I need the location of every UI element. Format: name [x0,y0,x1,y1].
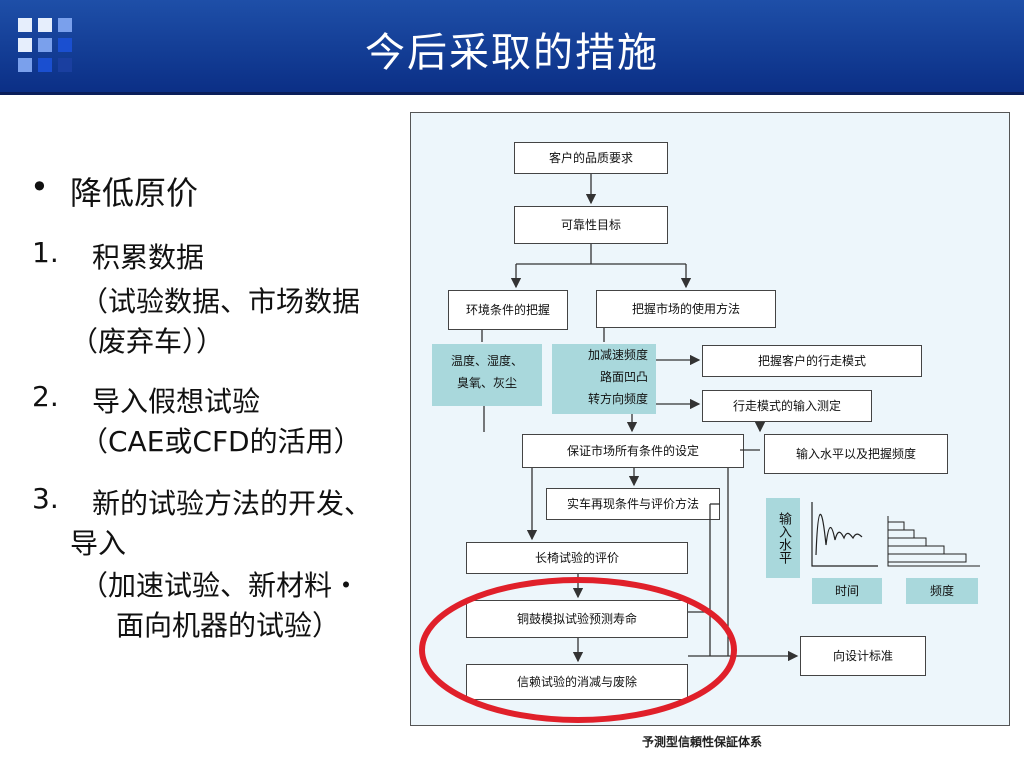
item3-detail-line1: （加速试验、新材料・ [80,569,361,602]
diagram-caption: 予測型信頼性保証体系 [642,735,763,749]
design-standard-box: 向设计标准 [800,636,926,676]
market-usage-box: 把握市场的使用方法 [596,290,776,328]
item3-title-line1: 新的试验方法的开发、 [92,487,373,520]
chair-test-box: 长椅试验的评价 [466,542,688,574]
market-conditions-setting-box: 保证市场所有条件的设定 [522,434,744,468]
bullet-icon: • [30,168,49,206]
reliability-target-box: 可靠性目标 [514,206,668,244]
item3-detail-line2: 面向机器的试验） [116,609,341,642]
grid-logo-icon [18,18,76,76]
time-waveform-plot [811,502,878,567]
header-divider [0,92,1024,95]
time-label: 时间 [812,578,882,604]
driving-input-measure-box: 行走模式的输入测定 [702,390,872,422]
env-factors-line1: 温度、湿度、 [450,354,523,368]
env-conditions-box: 环境条件的把握 [448,290,568,330]
item3-title-line2: 导入 [70,527,127,560]
trust-test-reduction-box: 信赖试验的消减与废除 [466,664,688,700]
usage-factors-box: 加减速频度 路面凹凸 转方向频度 [552,344,656,414]
usage-factor-1: 加减速频度 [587,348,648,362]
item1-detail-line2: （废弃车）） [70,325,225,358]
customer-driving-pattern-box: 把握客户的行走模式 [702,345,922,377]
usage-factor-2: 路面凹凸 [599,370,648,384]
frequency-label: 频度 [906,578,978,604]
item1-title: 积累数据 [92,241,205,274]
item2-detail: （CAE或CFD的活用） [80,425,362,458]
usage-factor-3: 转方向频度 [587,392,648,406]
drum-simulation-box: 铜鼓模拟试验预测寿命 [466,600,688,638]
item1-detail-line1: （试验数据、市场数据 [80,285,361,318]
env-factors-line2: 臭氧、灰尘 [456,376,517,390]
frequency-staircase-plot [887,516,980,567]
item2-title: 导入假想试验 [92,385,261,418]
input-level-vertical-label: 输入水平 [766,498,800,578]
customer-quality-box: 客户的品质要求 [514,142,668,174]
title-bar: 今后采取的措施 [0,0,1024,92]
vehicle-reproduction-box: 实车再现条件与评价方法 [546,488,720,520]
highlight-ellipse [419,577,737,723]
item3-number: 3. [32,482,59,515]
item2-number: 2. [32,380,59,413]
page-title: 今后采取的措施 [365,30,659,76]
bullet-text: 降低原价 [70,174,199,212]
item1-number: 1. [32,236,59,269]
input-level-frequency-box: 输入水平以及把握频度 [764,434,948,474]
env-factors-box: 温度、湿度、 臭氧、灰尘 [432,344,542,406]
